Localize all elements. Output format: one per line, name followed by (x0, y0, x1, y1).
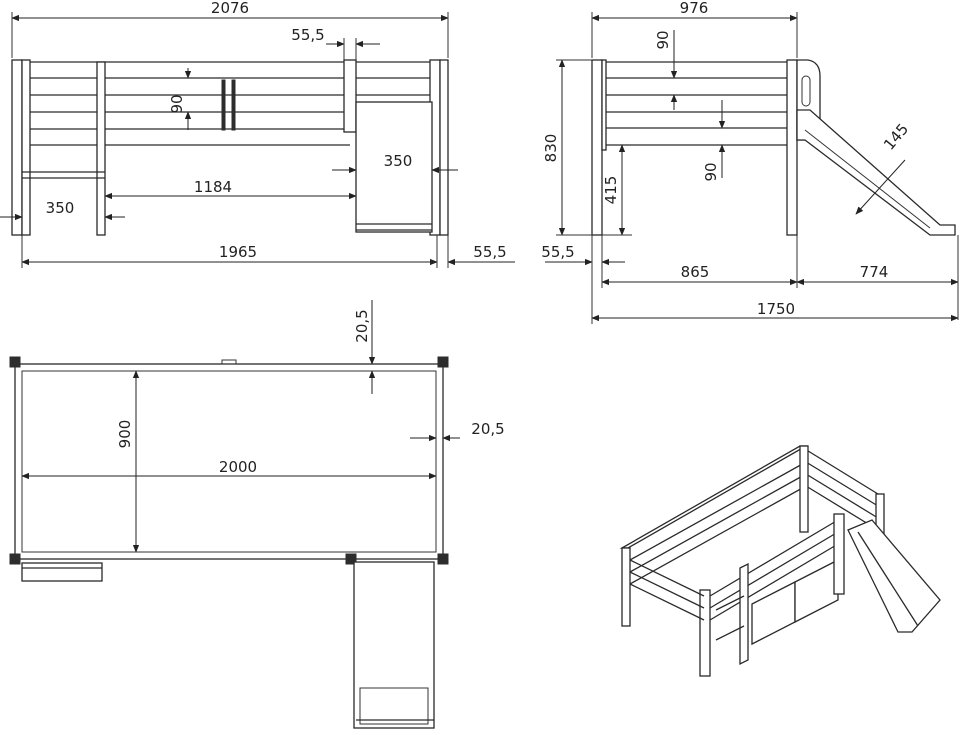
dim-slide-step: 145 (880, 120, 912, 154)
isometric-view (619, 445, 941, 677)
dim-edge-side: 20,5 (471, 420, 504, 438)
front-view: 2076 55,5 90 350 1184 350 1965 55,5 (0, 0, 515, 268)
dim-slide-width: 350 (384, 152, 413, 170)
side-left-post (591, 59, 603, 236)
iso-drawer-2 (794, 558, 839, 624)
front-left-post (11, 59, 23, 236)
dim-mattress-width: 900 (116, 420, 134, 449)
side-rails (606, 61, 787, 146)
dim-lower-rail-spacing: 90 (702, 162, 720, 181)
top-frame (14, 363, 444, 560)
dim-inner-length: 1184 (194, 178, 232, 196)
front-left-post-inner (21, 59, 31, 236)
side-slide (796, 109, 956, 236)
dim-side-foot-offset: 55,5 (541, 243, 574, 261)
dim-rail-spacing: 90 (168, 94, 186, 113)
top-slide (353, 561, 435, 729)
side-view: 976 90 830 90 415 145 55,5 865 774 1750 (541, 0, 959, 324)
dim-edge-top: 20,5 (353, 309, 371, 342)
dim-base-depth: 865 (681, 263, 710, 281)
iso-post-front (699, 589, 711, 677)
dim-post-offset: 55,5 (291, 26, 324, 44)
side-right-post (786, 59, 798, 236)
front-slide-box (355, 101, 433, 233)
front-ladder (22, 61, 106, 236)
iso-ladder (739, 562, 749, 666)
front-center-divider (221, 79, 226, 131)
dim-height: 830 (542, 134, 560, 163)
top-view: 20,5 20,5 900 2000 (9, 300, 505, 729)
dim-overall-width: 976 (680, 0, 709, 17)
dim-total-depth: 1750 (757, 300, 795, 318)
dim-slide-projection: 774 (860, 263, 889, 281)
dim-ladder-width: 350 (46, 199, 75, 217)
front-right-post-outer (439, 59, 449, 236)
dim-foot-offset: 55,5 (473, 243, 506, 261)
dim-frame-length: 1965 (219, 243, 257, 261)
front-slide-tab (343, 59, 357, 133)
top-ladder (21, 562, 103, 582)
iso-slide (847, 519, 941, 633)
top-corner-post (9, 356, 21, 368)
dim-rail-spacing-top: 90 (654, 30, 672, 49)
dim-overall-length: 2076 (211, 0, 249, 17)
dim-under-height: 415 (602, 176, 620, 205)
dim-mattress-length: 2000 (219, 458, 257, 476)
iso-post-left (621, 547, 631, 627)
